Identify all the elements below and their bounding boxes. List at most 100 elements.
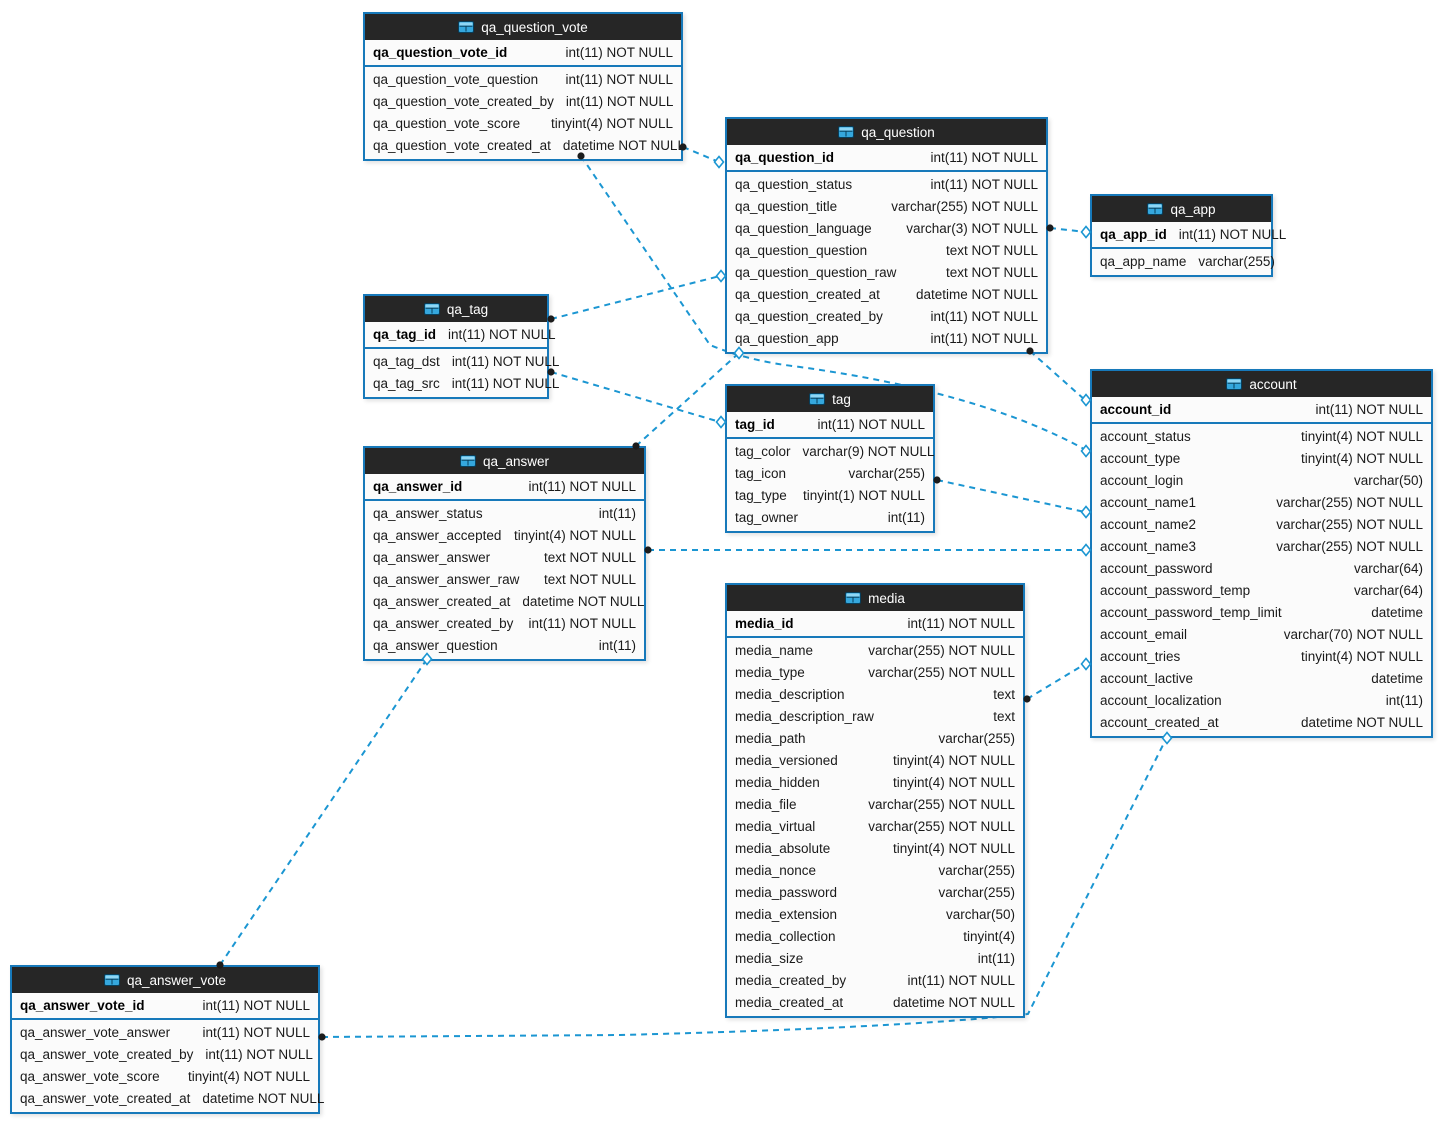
table-header[interactable]: qa_question_vote [365, 14, 681, 40]
table-header[interactable]: tag [727, 386, 933, 412]
relationship-qa_question-qa_app[interactable] [1049, 227, 1087, 233]
table-header[interactable]: qa_question [727, 119, 1046, 145]
relationship-qa_answer_vote-account[interactable] [321, 738, 1167, 1038]
relationship-qa_answer-qa_question[interactable] [635, 352, 740, 447]
relationship-qa_answer_vote-qa_answer[interactable] [219, 658, 428, 966]
relationship-qa_tag-qa_question[interactable] [550, 275, 721, 320]
table-header[interactable]: qa_answer [365, 448, 644, 474]
relationship-qa_question-account[interactable] [1029, 350, 1086, 401]
table-header[interactable]: qa_tag [365, 296, 547, 322]
relationship-qa_question_vote-qa_question[interactable] [682, 146, 720, 163]
table-header[interactable]: qa_app [1092, 196, 1271, 222]
relationship-media-account[interactable] [1026, 663, 1086, 700]
relationship-tag-account[interactable] [936, 479, 1086, 513]
table-header[interactable]: qa_answer_vote [12, 967, 318, 993]
table-header[interactable]: account [1092, 371, 1431, 397]
relationship-qa_tag-tag[interactable] [550, 371, 721, 423]
table-header[interactable]: media [727, 585, 1023, 611]
